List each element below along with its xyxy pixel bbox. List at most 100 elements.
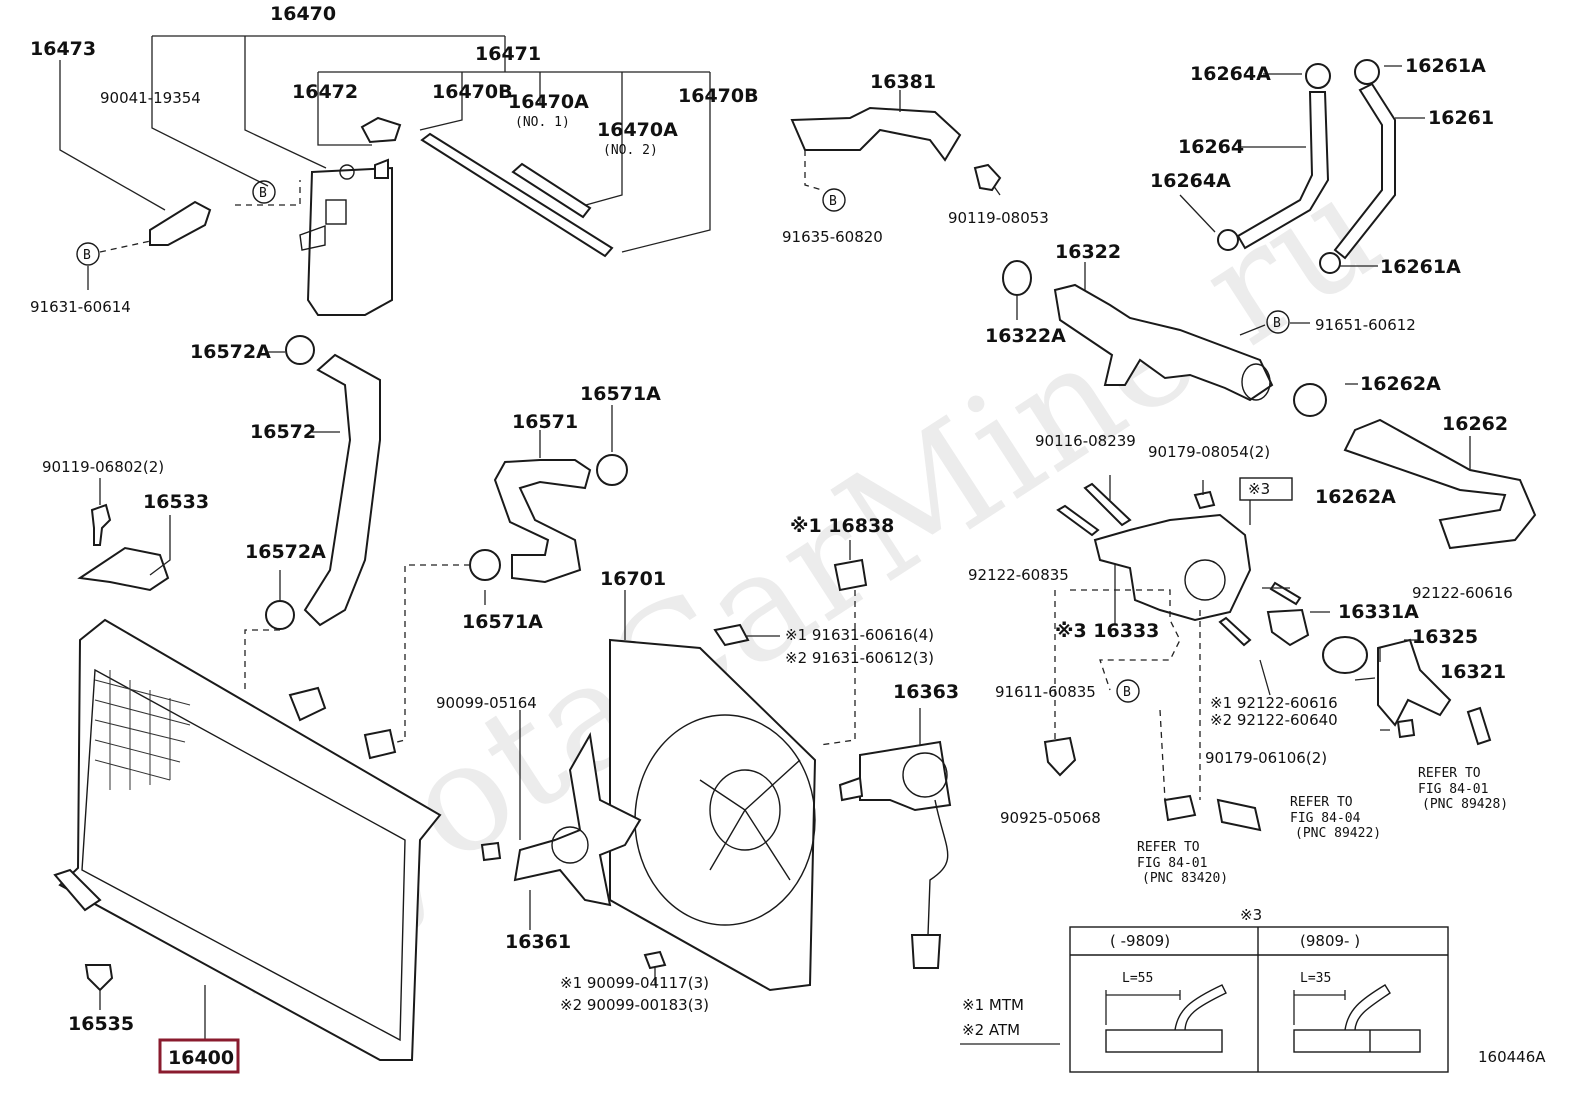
label-16571[interactable]: 16571 — [512, 411, 578, 433]
label-16470B-2[interactable]: 16470B — [678, 85, 759, 107]
sensor-pnc-89422[interactable] — [1216, 798, 1262, 832]
sensor-pnc-89428[interactable] — [1466, 706, 1492, 746]
label-16572A-1[interactable]: 16572A — [190, 341, 271, 363]
bolt-90119-08053[interactable] — [973, 163, 1002, 192]
water-outlet-16322[interactable] — [1053, 283, 1274, 402]
clamp-16571A-lower[interactable] — [469, 549, 501, 581]
label-16838[interactable]: ※1 16838 — [790, 515, 894, 537]
label-92122-60835[interactable]: 92122-60835 — [968, 566, 1069, 584]
label-16264A-2[interactable]: 16264A — [1150, 170, 1231, 192]
hose-16571[interactable] — [493, 459, 592, 584]
label-90041-19354[interactable]: 90041-19354 — [100, 89, 201, 107]
hose-16572[interactable] — [303, 353, 381, 627]
gasket-16325[interactable] — [1322, 636, 1368, 674]
label-91631-60616[interactable]: ※1 91631-60616(4) — [785, 626, 934, 644]
label-16261[interactable]: 16261 — [1428, 107, 1494, 129]
label-16381[interactable]: 16381 — [870, 71, 936, 93]
clamp-16261A[interactable] — [1354, 59, 1380, 85]
label-92122-60616-a[interactable]: 92122-60616 — [1412, 584, 1513, 602]
ref-89422-line2[interactable]: FIG 84-04 — [1290, 811, 1361, 826]
reservoir-tank-16470[interactable] — [306, 166, 393, 316]
nut-90099-05164[interactable] — [480, 841, 502, 862]
label-16264[interactable]: 16264 — [1178, 136, 1244, 158]
bolt-90119-06802[interactable] — [90, 503, 112, 546]
connector-16838[interactable] — [833, 558, 868, 592]
hose-16262[interactable] — [1343, 418, 1537, 550]
bolt-91631-60616[interactable] — [713, 623, 750, 647]
clamp-16572A-lower[interactable] — [265, 600, 295, 630]
highlighted-part-box[interactable] — [158, 1038, 240, 1074]
radiator-cap[interactable] — [288, 686, 327, 722]
label-91635-60820[interactable]: 91635-60820 — [782, 228, 883, 246]
stud-92122-60616[interactable] — [1269, 581, 1302, 606]
label-16572A-2[interactable]: 16572A — [245, 541, 326, 563]
cap-16470B[interactable] — [360, 116, 402, 144]
water-inlet-16321[interactable] — [1377, 638, 1452, 727]
hose-16470A-no2[interactable] — [511, 162, 592, 219]
clamp-16572A[interactable] — [285, 335, 315, 365]
label-91611-60835[interactable]: 91611-60835 — [995, 683, 1096, 701]
fan-motor-16363[interactable] — [859, 740, 952, 812]
clamp-16261A-lower[interactable] — [1319, 252, 1341, 274]
label-91631-60614[interactable]: 91631-60614 — [30, 298, 131, 316]
label-90179-08054[interactable]: 90179-08054(2) — [1148, 443, 1270, 461]
label-16571A-1[interactable]: 16571A — [580, 383, 661, 405]
label-16322A[interactable]: 16322A — [985, 325, 1066, 347]
label-90099-05164[interactable]: 90099-05164 — [436, 694, 537, 712]
label-16322[interactable]: 16322 — [1055, 241, 1121, 263]
stud-92122-60616-b[interactable] — [1218, 616, 1252, 647]
nut-90179-08054[interactable] — [1193, 490, 1216, 510]
label-16473[interactable]: 16473 — [30, 38, 96, 60]
label-16400[interactable]: 16400 — [168, 1047, 234, 1069]
fan-blade-16361[interactable] — [513, 732, 642, 907]
label-16261A-2[interactable]: 16261A — [1380, 256, 1461, 278]
bracket-16473[interactable] — [149, 200, 212, 246]
stud-90116-08239[interactable] — [1083, 482, 1132, 527]
label-16321[interactable]: 16321 — [1440, 661, 1506, 683]
label-90119-06802[interactable]: 90119-06802(2) — [42, 458, 164, 476]
label-91631-60612[interactable]: ※2 91631-60612(3) — [785, 649, 934, 667]
thermostat-16331A[interactable] — [1266, 608, 1310, 647]
label-16325[interactable]: 16325 — [1412, 626, 1478, 648]
label-16535[interactable]: 16535 — [68, 1013, 134, 1035]
nut-90179-06106[interactable] — [1396, 718, 1416, 739]
clamp-16571A[interactable] — [596, 454, 628, 486]
label-16261A-1[interactable]: 16261A — [1405, 55, 1486, 77]
label-16701[interactable]: 16701 — [600, 568, 666, 590]
label-16533[interactable]: 16533 — [143, 491, 209, 513]
label-16264A-1[interactable]: 16264A — [1190, 63, 1271, 85]
label-90099-00183[interactable]: ※2 90099-00183(3) — [560, 996, 709, 1014]
label-90119-08053[interactable]: 90119-08053 — [948, 209, 1049, 227]
ref-89428-line2[interactable]: FIG 84-01 — [1418, 782, 1488, 797]
label-16470A-1[interactable]: 16470A — [508, 91, 589, 113]
label-16262A-2[interactable]: 16262A — [1315, 486, 1396, 508]
hose-16261[interactable] — [1333, 82, 1396, 260]
label-16470B-1[interactable]: 16470B — [432, 81, 513, 103]
label-90179-06106[interactable]: 90179-06106(2) — [1205, 749, 1327, 767]
label-91651-60612[interactable]: 91651-60612 — [1315, 316, 1416, 334]
clamp-16262A[interactable] — [1293, 383, 1327, 417]
label-16361[interactable]: 16361 — [505, 931, 571, 953]
water-inlet-housing-16333[interactable] — [1093, 513, 1252, 622]
hose-16264[interactable] — [1236, 91, 1330, 250]
label-16363[interactable]: 16363 — [893, 681, 959, 703]
label-92122-60640[interactable]: ※2 92122-60640 — [1210, 711, 1338, 729]
bracket-16533[interactable] — [77, 546, 170, 592]
switch-90925-05068[interactable] — [1043, 736, 1077, 777]
label-90925-05068[interactable]: 90925-05068 — [1000, 809, 1101, 827]
drain-plug-16535[interactable] — [84, 964, 114, 992]
label-90116-08239[interactable]: 90116-08239 — [1035, 432, 1136, 450]
label-16572[interactable]: 16572 — [250, 421, 316, 443]
label-92122-60616-b[interactable]: ※1 92122-60616 — [1210, 694, 1338, 712]
bracket-16381[interactable] — [790, 106, 962, 162]
label-16470A-2[interactable]: 16470A — [597, 119, 678, 141]
clamp-16264A[interactable] — [1305, 63, 1331, 89]
label-16333[interactable]: ※3 16333 — [1055, 620, 1159, 642]
label-16331A[interactable]: 16331A — [1338, 601, 1419, 623]
label-90099-04117[interactable]: ※1 90099-04117(3) — [560, 974, 709, 992]
clamp-16264A-lower[interactable] — [1217, 229, 1239, 251]
bolt-90099-04117[interactable] — [643, 950, 667, 970]
label-16262[interactable]: 16262 — [1442, 413, 1508, 435]
stud-92122-60835[interactable] — [1056, 504, 1100, 537]
label-16262A-1[interactable]: 16262A — [1360, 373, 1441, 395]
